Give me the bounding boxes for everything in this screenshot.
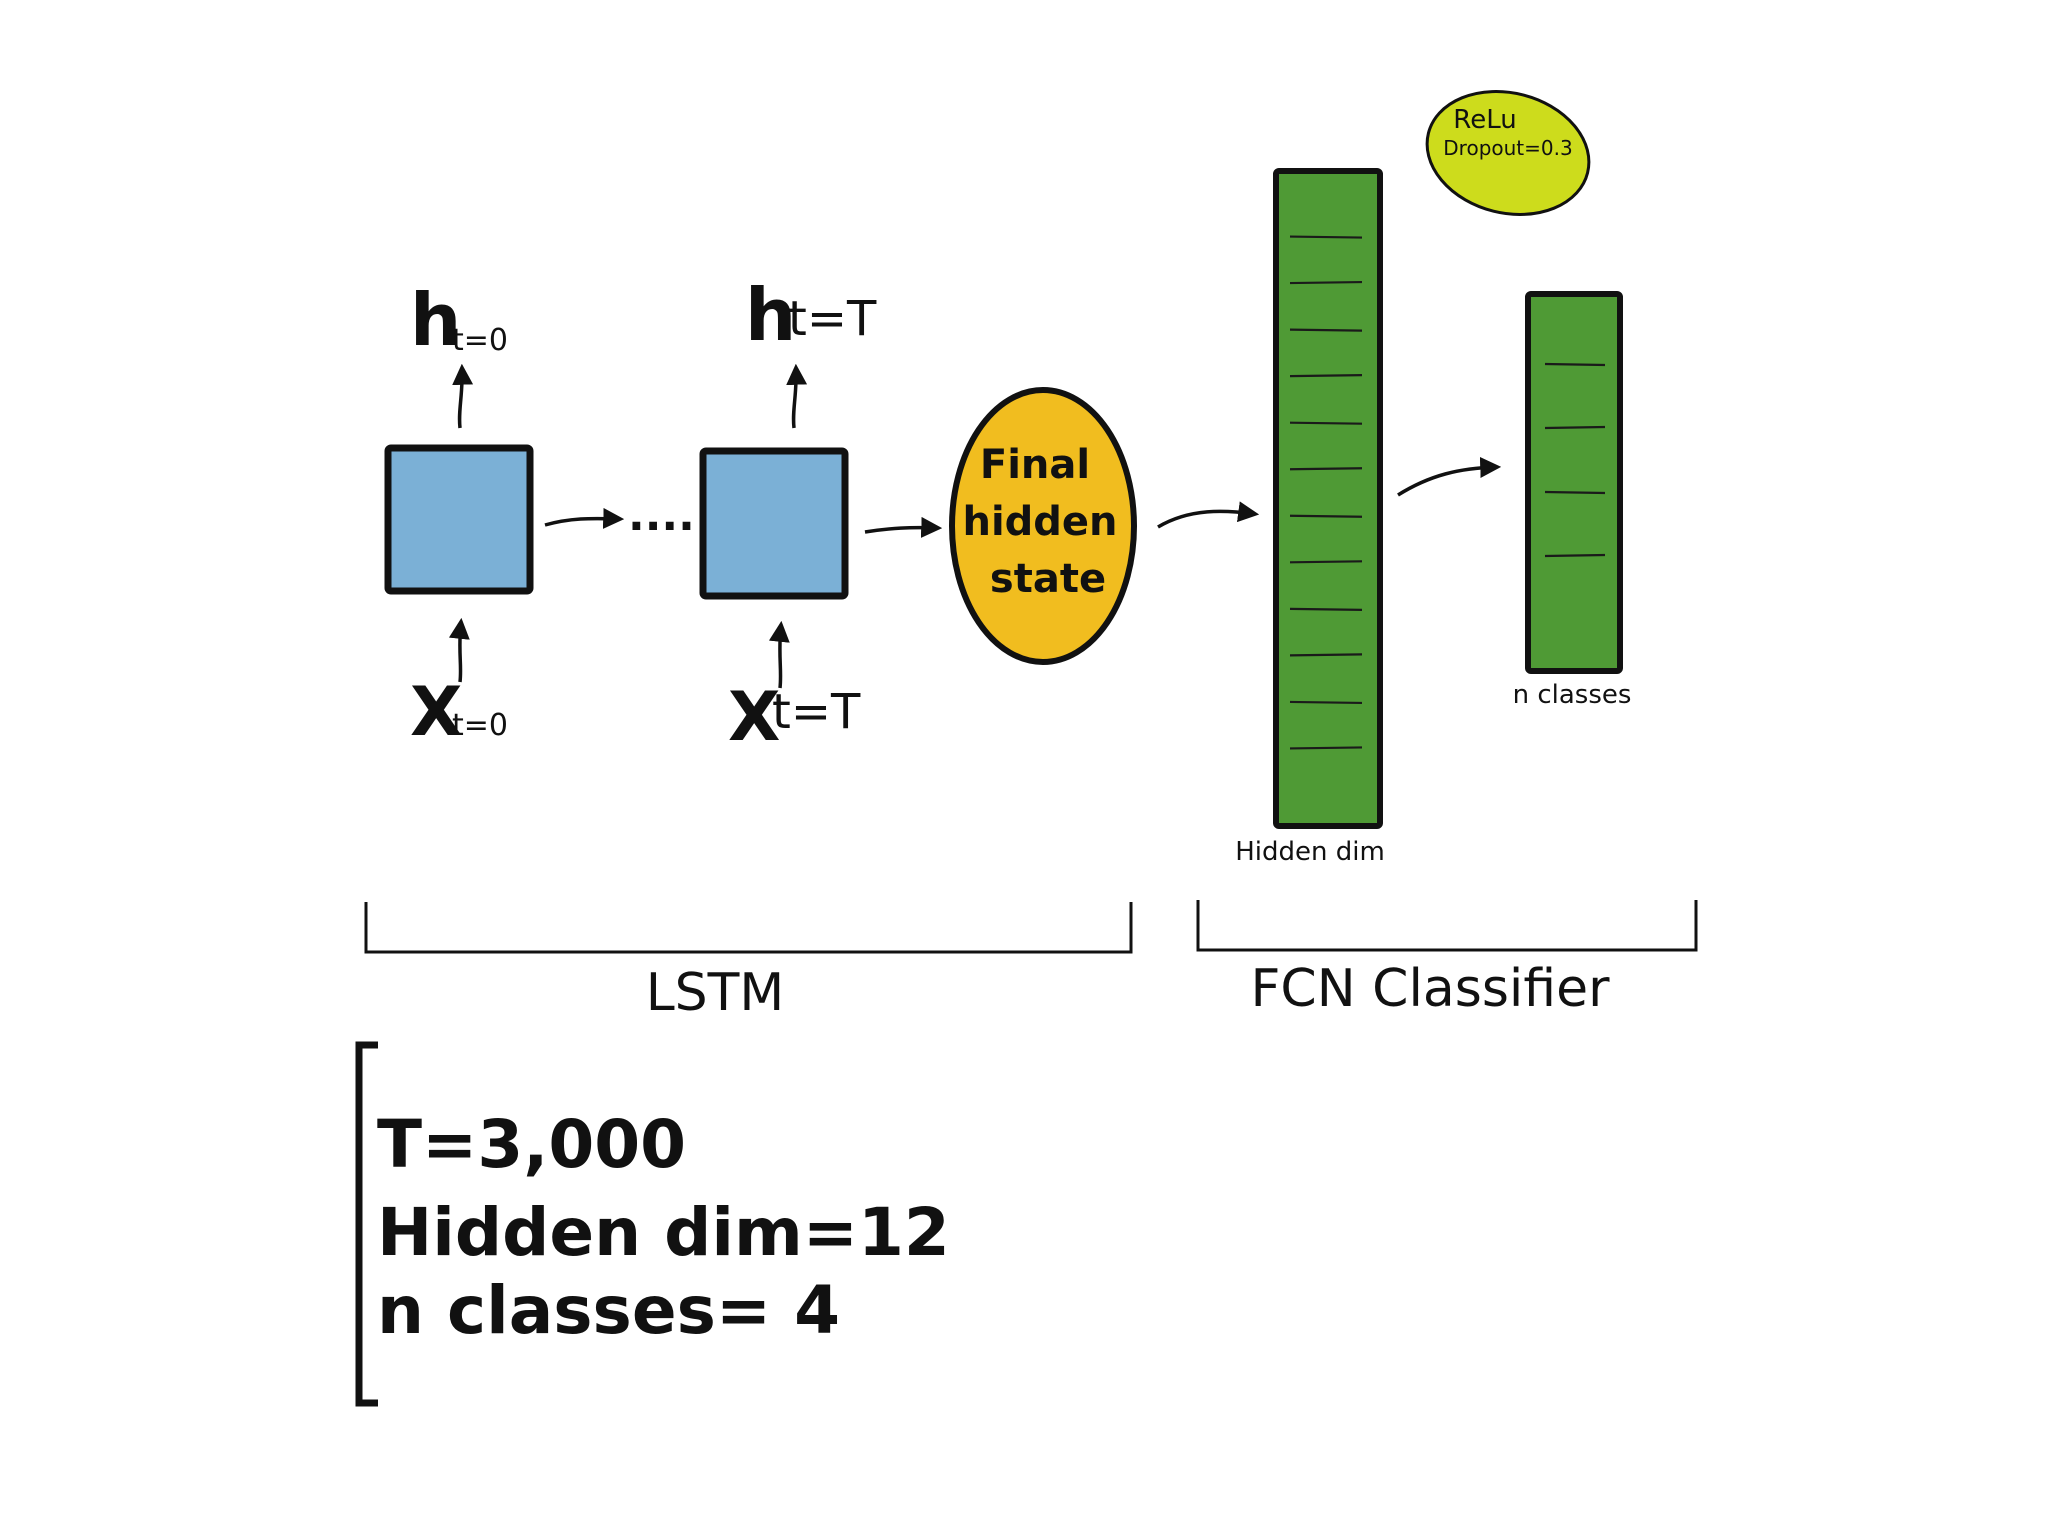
x-first-subscript: t=0 [452,708,508,743]
n-classes-caption: n classes [1513,680,1632,710]
hidden-unit-mark [1289,746,1363,750]
lstm-cell-first [384,444,534,595]
hidden-unit-mark [1289,700,1363,705]
output-unit-mark [1544,490,1606,495]
lstm-group-label: LSTM [646,963,785,1023]
h-first-arrow [452,363,474,429]
h-first-label: h [410,278,461,362]
hidden-unit-mark [1289,280,1363,285]
h-last-arrow [786,363,808,429]
h-last-label: h [745,273,796,357]
x-first-label: X [410,673,462,752]
arrow-hidden-to-output [1397,456,1502,497]
x-last-arrow [768,620,790,689]
hidden-unit-mark [1289,607,1363,611]
activation-dropout-label: Dropout=0.3 [1443,136,1572,160]
fcn-group-bracket [1196,900,1698,952]
arrow-final-state-to-fc [1157,501,1260,529]
final-state-line3: state [990,556,1106,602]
fc-hidden-layer [1273,168,1383,829]
output-layer-units [1544,362,1606,558]
hidden-dim-caption: Hidden dim [1235,837,1385,867]
output-unit-mark [1544,362,1606,367]
x-last-label: X [728,678,780,757]
hidden-unit-mark [1289,653,1363,657]
hidden-unit-mark [1289,421,1363,425]
final-state-line2: hidden [962,499,1117,545]
hidden-unit-mark [1289,374,1363,378]
arrow-cell-to-dots [544,507,625,529]
fcn-group-label: FCN Classifier [1250,959,1610,1019]
h-first-subscript: t=0 [452,323,508,358]
arrow-cell-to-final-state [864,516,943,538]
final-state-line1: Final [980,442,1090,488]
activation-badge: ReLu Dropout=0.3 [1425,89,1591,217]
fc-output-layer [1525,291,1623,674]
h-last-subscript: t=T [788,291,877,347]
hidden-unit-mark [1289,235,1363,239]
output-unit-mark [1544,553,1606,558]
hidden-layer-units [1289,235,1363,750]
param-sequence-length: T=3,000 [377,1106,686,1183]
params-bracket [355,1041,378,1407]
lstm-cell-last [699,447,849,600]
final-hidden-state: Final hidden state [949,387,1137,665]
hidden-unit-mark [1289,560,1363,564]
output-unit-mark [1544,425,1606,430]
lstm-group-bracket [364,902,1133,954]
activation-relu-label: ReLu [1453,105,1516,135]
x-last-subscript: t=T [772,684,861,740]
hidden-unit-mark [1289,467,1363,471]
param-hidden-dim: Hidden dim=12 [377,1194,950,1271]
x-first-arrow [448,617,470,683]
param-n-classes: n classes= 4 [377,1272,840,1349]
sequence-dots: .... [628,490,695,541]
hidden-unit-mark [1289,328,1363,332]
hidden-unit-mark [1289,514,1363,518]
